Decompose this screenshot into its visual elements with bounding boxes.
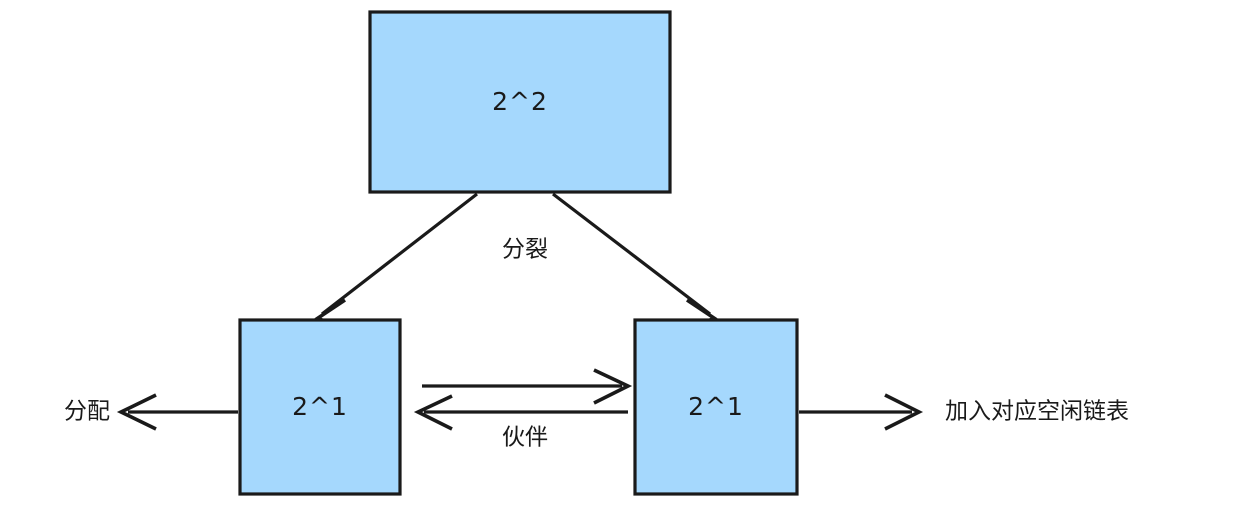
edge-label-buddy: 伙伴: [502, 425, 548, 451]
node-block-2-2[interactable]: 2^2: [368, 10, 672, 194]
edge-split-right: [552, 192, 718, 332]
side-label-allocate: 分配: [64, 399, 110, 425]
edge-buddy-leftward: [413, 394, 628, 431]
edge-buddy-rightward: [422, 368, 633, 405]
edge-label-split: 分裂: [502, 237, 548, 263]
edge-split-left: [314, 192, 478, 332]
node-block-2-1-right-label: 2^1: [688, 392, 744, 421]
edge-allocate: [116, 393, 238, 431]
node-block-2-1-left-rect: [238, 318, 402, 496]
node-block-2-2-rect: [368, 10, 672, 194]
side-label-join-free-list: 加入对应空闲链表: [945, 399, 1129, 425]
node-block-2-1-right-rect: [633, 318, 799, 496]
node-block-2-1-left-label: 2^1: [292, 392, 348, 421]
node-block-2-1-right[interactable]: 2^1: [633, 318, 799, 496]
node-block-2-2-label: 2^2: [492, 87, 548, 116]
node-block-2-1-left[interactable]: 2^1: [238, 318, 402, 496]
edge-join-free-list: [799, 393, 924, 431]
